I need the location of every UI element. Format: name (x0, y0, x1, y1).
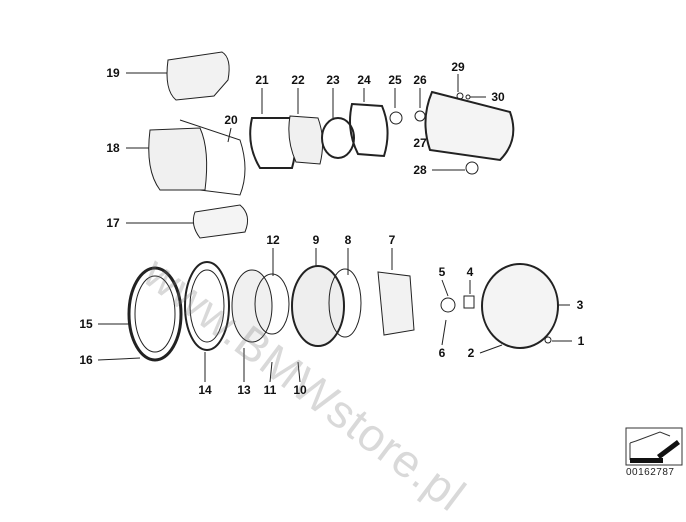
callout-5[interactable]: 5 (438, 265, 446, 279)
callout-17[interactable]: 17 (106, 216, 120, 230)
part-23-seal[interactable] (321, 117, 355, 159)
part-4-bulb[interactable] (463, 295, 475, 309)
callout-20[interactable]: 20 (224, 113, 238, 127)
callout-23[interactable]: 23 (326, 73, 340, 87)
part-15-trim-ring[interactable] (127, 266, 183, 362)
callout-22[interactable]: 22 (291, 73, 305, 87)
callout-12[interactable]: 12 (266, 233, 280, 247)
callout-14[interactable]: 14 (198, 383, 212, 397)
callout-29[interactable]: 29 (451, 60, 465, 74)
callout-4[interactable]: 4 (466, 265, 474, 279)
callout-18[interactable]: 18 (106, 141, 120, 155)
callout-24[interactable]: 24 (357, 73, 371, 87)
callout-21[interactable]: 21 (255, 73, 269, 87)
part-24-reflector[interactable] (349, 102, 389, 158)
callout-2[interactable]: 2 (467, 346, 475, 360)
part-1-screw[interactable] (544, 336, 552, 344)
callout-10[interactable]: 10 (293, 383, 307, 397)
callout-15[interactable]: 15 (79, 317, 93, 331)
part-28-bulb[interactable] (465, 161, 479, 175)
part-29-30-screw[interactable] (456, 92, 471, 100)
part-18-housing[interactable] (148, 127, 208, 191)
reference-number: 00162787 (626, 467, 675, 478)
part-5-socket[interactable] (440, 297, 456, 313)
part-27-housing[interactable] (424, 90, 515, 162)
callout-8[interactable]: 8 (344, 233, 352, 247)
callout-30[interactable]: 30 (491, 90, 505, 104)
part-25-bulb[interactable] (389, 111, 403, 125)
callout-3[interactable]: 3 (576, 298, 584, 312)
callout-13[interactable]: 13 (237, 383, 251, 397)
callout-11[interactable]: 11 (263, 383, 277, 397)
callout-28[interactable]: 28 (413, 163, 427, 177)
part-17-lens[interactable] (192, 204, 249, 239)
callout-16[interactable]: 16 (79, 353, 93, 367)
callout-1[interactable]: 1 (577, 334, 585, 348)
part-7-reflector[interactable] (377, 271, 415, 336)
part-14-ring[interactable] (184, 261, 230, 351)
part-20-gasket[interactable] (179, 119, 246, 196)
callout-26[interactable]: 26 (413, 73, 427, 87)
part-3-headlight-shell[interactable] (481, 263, 559, 349)
part-19-tail-light[interactable] (166, 51, 230, 101)
part-22-lens[interactable] (288, 115, 324, 165)
callout-9[interactable]: 9 (312, 233, 320, 247)
callout-6[interactable]: 6 (438, 346, 446, 360)
part-9-sealed-beam[interactable] (291, 265, 345, 347)
callout-25[interactable]: 25 (388, 73, 402, 87)
callout-19[interactable]: 19 (106, 66, 120, 80)
callout-7[interactable]: 7 (388, 233, 396, 247)
reference-icon (625, 427, 683, 466)
parts-diagram (97, 51, 683, 466)
part-26-bulb[interactable] (414, 110, 426, 122)
part-13-lens[interactable] (231, 269, 273, 343)
part-8-ring[interactable] (328, 268, 362, 338)
part-12-seal[interactable] (254, 273, 290, 335)
callout-27[interactable]: 27 (413, 136, 427, 150)
